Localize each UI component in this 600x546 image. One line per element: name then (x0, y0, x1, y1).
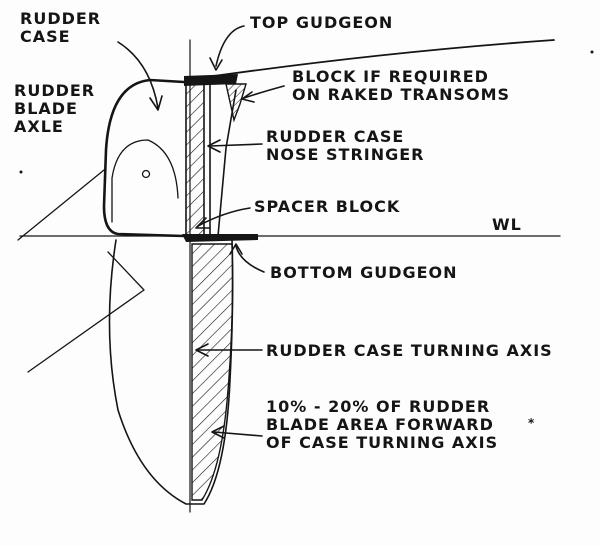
label-spacer-block: SPACER BLOCK (254, 198, 400, 216)
bottom-gudgeon (182, 234, 258, 242)
leader-top-gudgeon (215, 25, 245, 67)
label-line: NOSE STRINGER (266, 145, 425, 164)
label-line: 10% - 20% OF RUDDER (266, 397, 491, 416)
leader-nose-stringer (209, 143, 263, 147)
label-line: BOTTOM GUDGEON (270, 263, 458, 282)
tiller-line (17, 169, 105, 241)
leader-bottom-gudgeon (235, 245, 265, 273)
forward-blade-area (191, 243, 234, 501)
label-line: BLOCK IF REQUIRED (292, 67, 489, 86)
label-blade-area-note: 10% - 20% OF RUDDER BLADE AREA FORWARD O… (266, 398, 498, 452)
footnote-mark: * (528, 414, 535, 432)
leader-blade-area (213, 431, 263, 437)
label-turning-axis: RUDDER CASE TURNING AXIS (266, 342, 553, 360)
leader-rudder-case (117, 41, 159, 109)
label-line: SPACER BLOCK (254, 197, 401, 216)
label-line: OF CASE TURNING AXIS (266, 433, 499, 452)
label-bottom-gudgeon: BOTTOM GUDGEON (270, 264, 458, 282)
top-gudgeon (184, 74, 238, 86)
label-nose-stringer: RUDDER CASE NOSE STRINGER (266, 128, 425, 164)
label-line: ON RAKED TRANSOMS (292, 85, 511, 104)
axle-arc (111, 139, 179, 223)
label-line: WL (492, 215, 522, 234)
label-rudder-case: RUDDER CASE (20, 10, 101, 46)
label-rudder-blade-axle: RUDDER BLADE AXLE (14, 82, 95, 136)
label-line: CASE (20, 27, 71, 46)
label-line: AXLE (14, 117, 64, 136)
label-line: RUDDER CASE (266, 127, 405, 146)
label-line: BLADE (14, 99, 78, 118)
axle-pivot (141, 169, 151, 179)
raked-block (225, 83, 247, 123)
label-block-note: BLOCK IF REQUIRED ON RAKED TRANSOMS (292, 68, 510, 104)
label-line: RUDDER (14, 81, 96, 100)
tiller-line-lower (27, 251, 145, 373)
nose-stringer (185, 83, 205, 237)
label-line: RUDDER CASE TURNING AXIS (266, 341, 553, 360)
leader-spacer-block (197, 207, 251, 227)
label-line: BLADE AREA FORWARD (266, 415, 494, 434)
label-waterline: WL (492, 216, 522, 234)
leader-block (243, 85, 285, 99)
label-line: TOP GUDGEON (250, 13, 394, 32)
label-line: * (528, 416, 536, 430)
label-line: RUDDER (20, 9, 102, 28)
label-top-gudgeon: TOP GUDGEON (250, 14, 393, 32)
deck-line (185, 39, 555, 81)
rudder-case-outline (102, 78, 186, 238)
